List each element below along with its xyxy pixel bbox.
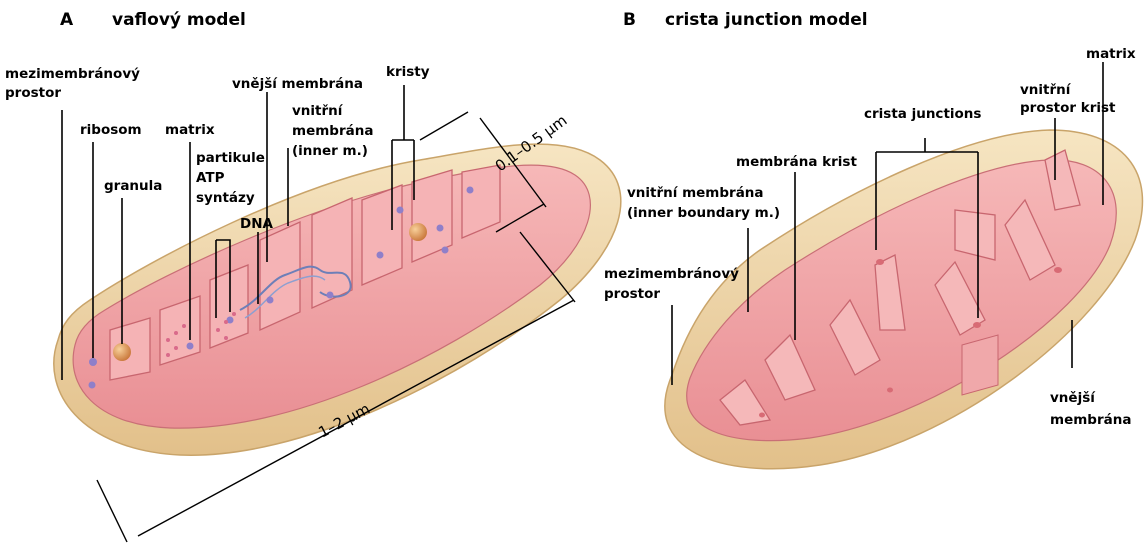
label-outer-b-1: vnější bbox=[1050, 390, 1096, 406]
label-crista-space-b-1: vnitřní bbox=[1020, 82, 1072, 98]
granule-a-2 bbox=[409, 223, 427, 241]
cutaway-notch-b bbox=[962, 335, 998, 395]
label-matrix-a: matrix bbox=[165, 122, 215, 138]
label-inner-a-1: vnitřní bbox=[292, 103, 344, 119]
label-intermembrane-b-2: prostor bbox=[604, 286, 660, 302]
label-intermembrane-a-2: prostor bbox=[5, 85, 61, 101]
panel-b-letter: B bbox=[623, 10, 636, 30]
label-matrix-b: matrix bbox=[1086, 46, 1136, 62]
label-dna-a: DNA bbox=[240, 216, 274, 232]
label-inner-boundary-b-2: (inner boundary m.) bbox=[627, 205, 780, 221]
label-crista-junctions-b: crista junctions bbox=[864, 106, 981, 122]
label-crista-space-b-2: prostor krist bbox=[1020, 100, 1116, 116]
panel-a: A vaflový model mezimembránový prostor r… bbox=[5, 10, 621, 542]
label-crista-membrane-b: membrána krist bbox=[736, 154, 857, 170]
label-cristae-a: kristy bbox=[386, 64, 430, 80]
label-intermembrane-a-1: mezimembránový bbox=[5, 66, 140, 82]
label-intermembrane-b-1: mezimembránový bbox=[604, 266, 739, 282]
label-ribosome-a: ribosom bbox=[80, 122, 142, 138]
label-atp-a-1: partikule bbox=[196, 150, 265, 166]
label-atp-a-3: syntázy bbox=[196, 190, 255, 206]
label-outer-b-2: membrána bbox=[1050, 412, 1131, 428]
panel-b-title: crista junction model bbox=[665, 10, 868, 30]
panel-a-letter: A bbox=[60, 10, 74, 30]
label-atp-a-2: ATP bbox=[196, 170, 225, 186]
label-inner-boundary-b-1: vnitřní membrána bbox=[627, 185, 764, 201]
granule-a-1 bbox=[113, 343, 131, 361]
label-outer-membrane-a: vnější membrána bbox=[232, 76, 363, 92]
label-granule-a: granula bbox=[104, 178, 162, 194]
panel-a-title: vaflový model bbox=[112, 10, 246, 30]
panel-b: B crista junction model matrix vnitřní p… bbox=[604, 10, 1142, 469]
label-inner-a-3: (inner m.) bbox=[292, 143, 368, 159]
label-inner-a-2: membrána bbox=[292, 123, 373, 139]
